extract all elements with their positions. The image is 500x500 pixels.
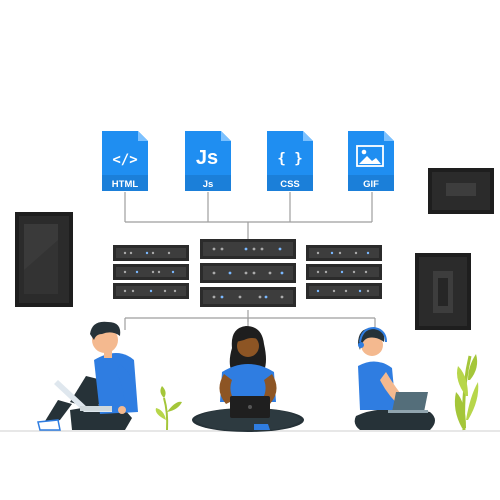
gif-label: GIF [363, 179, 379, 190]
person-center-with-laptop [192, 326, 304, 432]
javascript-file-icon: Js Js [185, 131, 231, 191]
css-label: CSS [280, 179, 300, 190]
headset-icon [359, 326, 387, 343]
wall-panel-top-right [428, 168, 494, 214]
js-glyph: Js [196, 147, 218, 169]
picture-icon [356, 145, 384, 167]
html-file-icon: </> HTML [102, 131, 148, 191]
plant-tall [454, 354, 479, 431]
wall-panel-right [415, 253, 471, 330]
html-label: HTML [112, 179, 139, 190]
html-glyph: </> [112, 152, 137, 168]
server-rack-right [306, 245, 382, 299]
plant-small [155, 386, 182, 431]
server-rack-center [200, 239, 296, 307]
wall-panel-left [15, 212, 73, 307]
css-glyph: { } [277, 151, 302, 167]
server-rack-left [113, 245, 189, 299]
image-file-icon: GIF [348, 131, 394, 191]
person-right-with-headset [354, 326, 435, 430]
js-label: Js [203, 179, 214, 190]
person-left-with-laptop [37, 321, 138, 431]
network-connectors [124, 192, 376, 330]
css-file-icon: { } CSS [267, 131, 313, 191]
